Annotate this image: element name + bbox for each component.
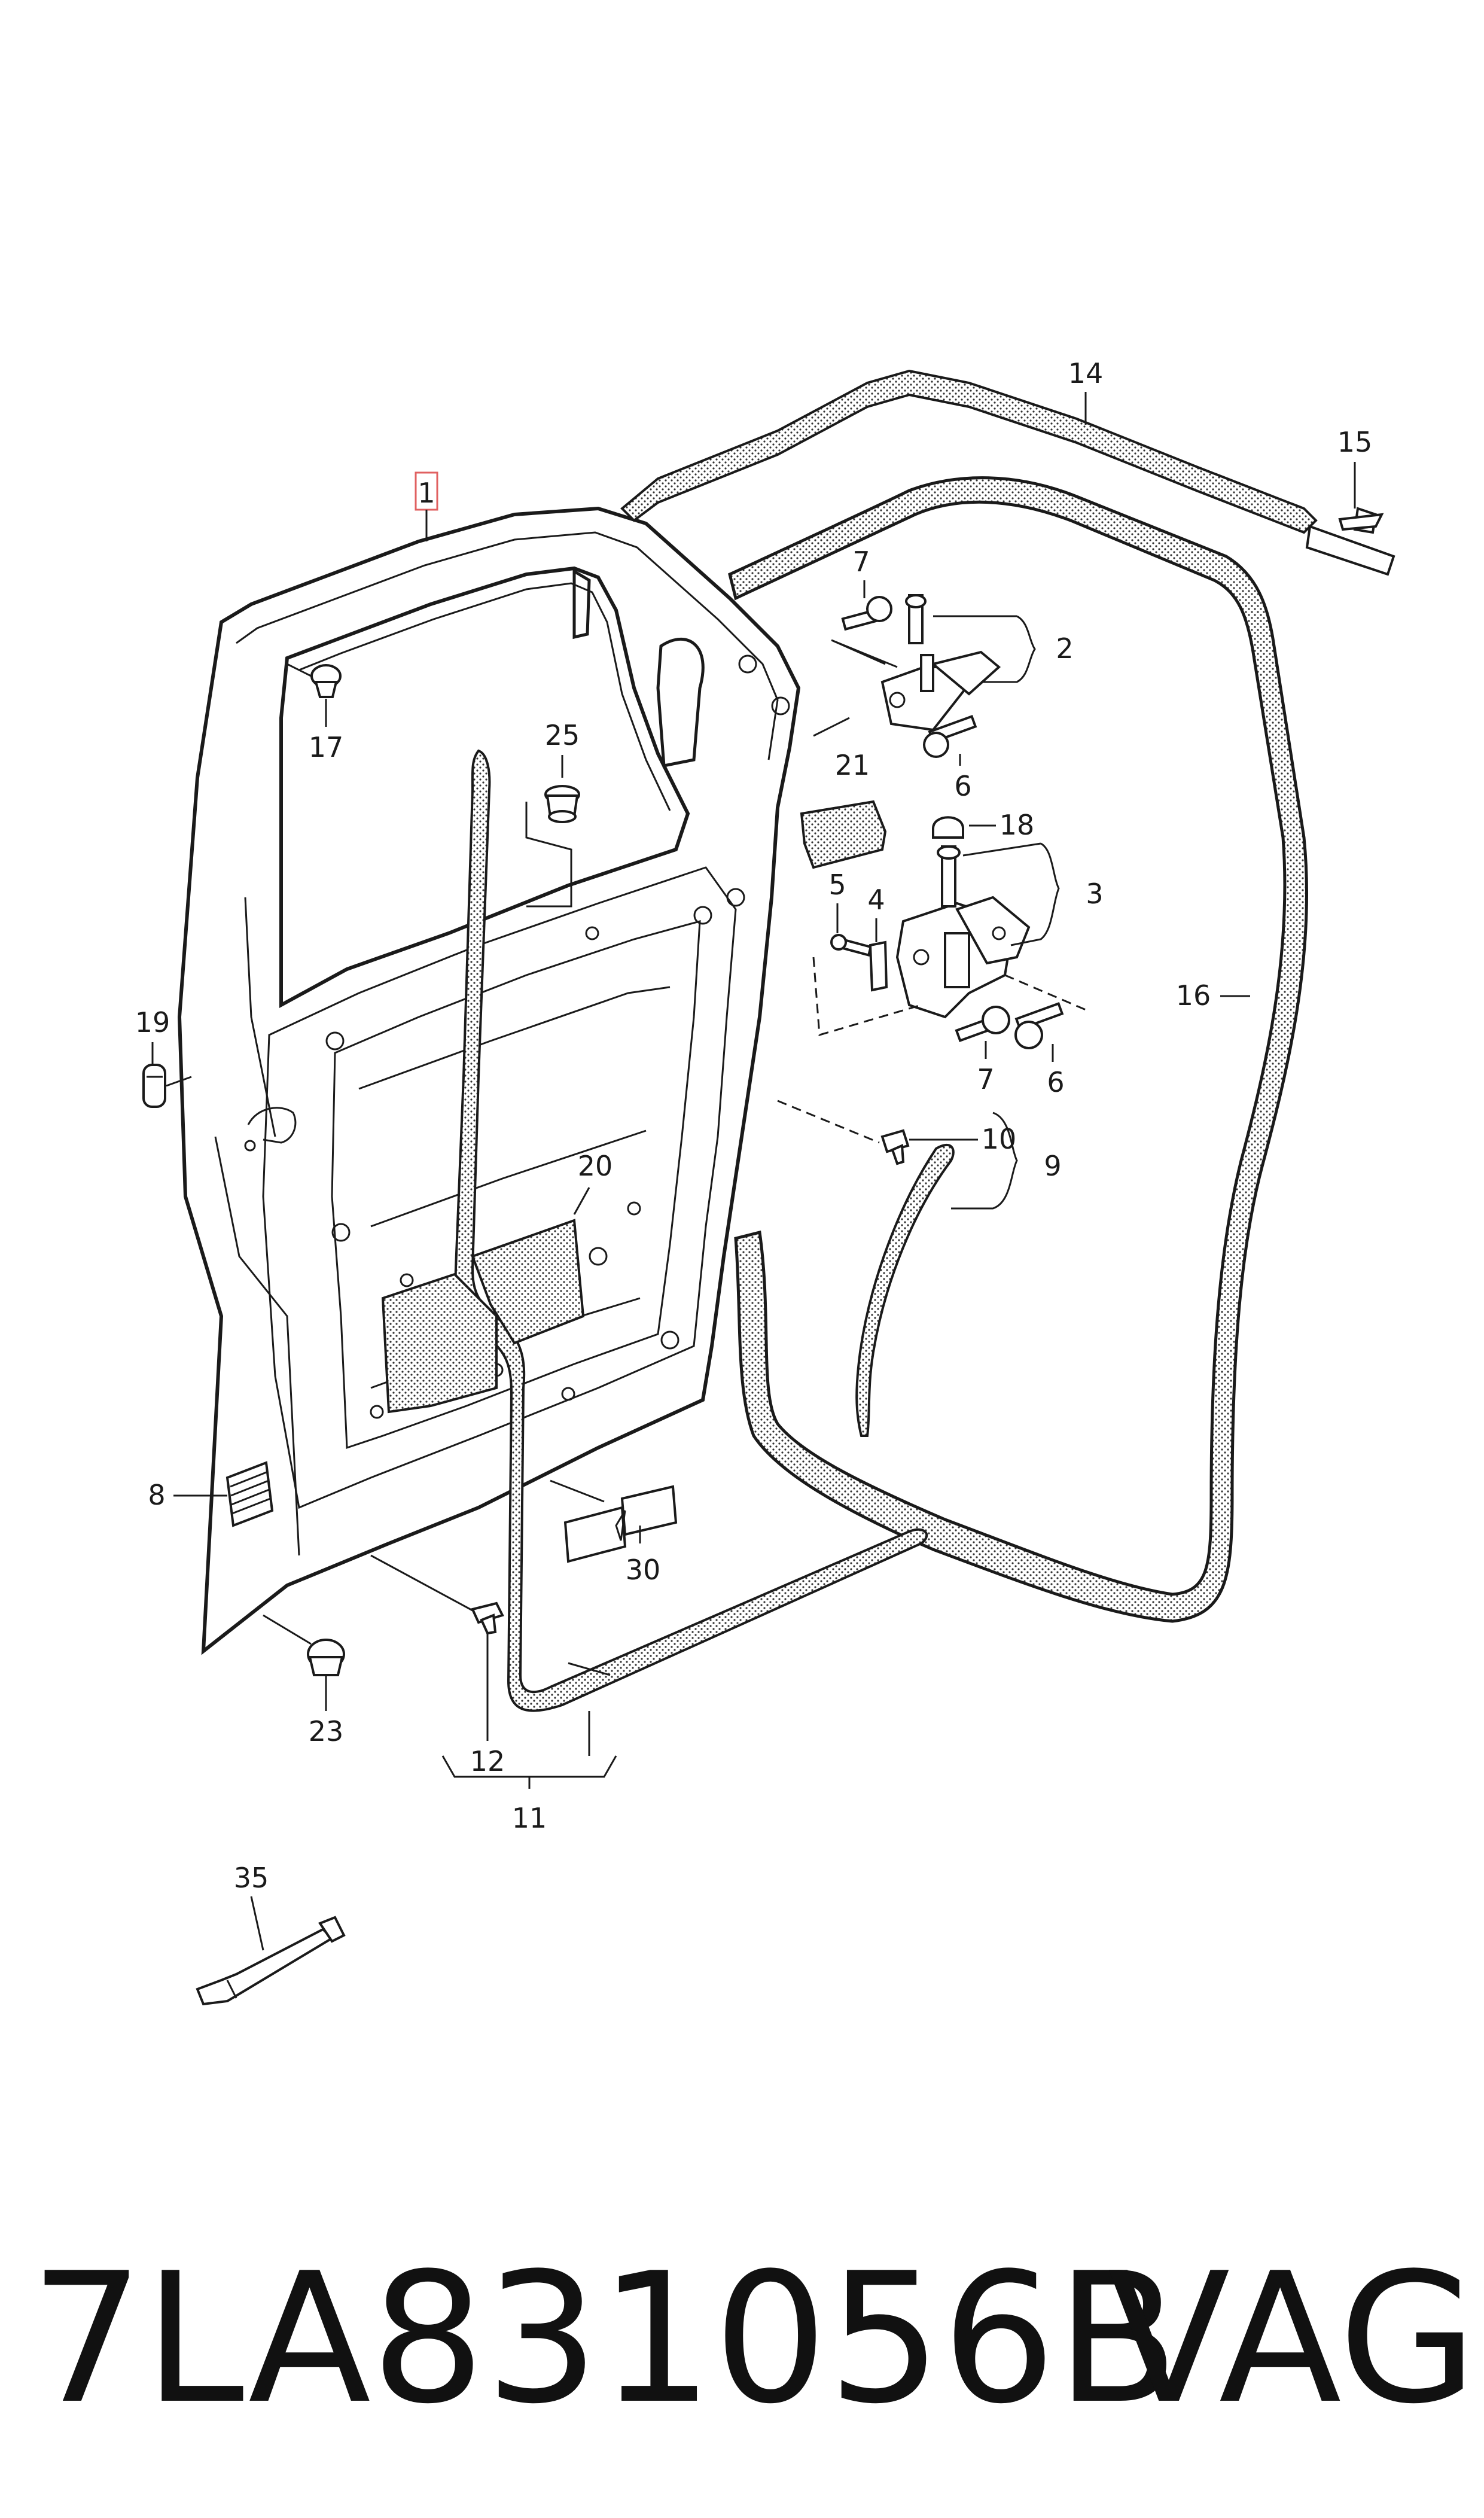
label-4: 4 xyxy=(867,884,885,916)
label-5: 5 xyxy=(828,869,846,901)
roof-seal-strip xyxy=(620,369,1395,576)
door-shell xyxy=(177,506,801,1655)
hinge-pin-upper xyxy=(905,594,927,644)
label-35: 35 xyxy=(234,1862,269,1894)
label-14: 14 xyxy=(1068,357,1104,389)
label-16: 16 xyxy=(1176,979,1211,1012)
door-inner-seal xyxy=(454,749,928,1712)
clip-10 xyxy=(880,1129,910,1165)
vent-grille-8 xyxy=(226,1461,274,1527)
upper-hinge-2 xyxy=(880,650,1001,732)
label-2: 2 xyxy=(1056,632,1073,665)
grommet-19 xyxy=(142,1064,166,1108)
label-18: 18 xyxy=(1000,809,1035,841)
plug-17 xyxy=(310,664,342,698)
label-3: 3 xyxy=(1086,878,1103,910)
bolt-7-upper xyxy=(841,596,892,631)
label-9: 9 xyxy=(1044,1150,1061,1182)
label-20: 20 xyxy=(578,1150,613,1182)
bolt-6-upper xyxy=(923,714,977,758)
label-15: 15 xyxy=(1337,426,1373,458)
sealant-tube-35 xyxy=(196,1916,346,2006)
window-channel-seal xyxy=(572,568,591,640)
label-6-upper: 6 xyxy=(954,770,971,802)
door-aperture-seal xyxy=(728,476,1309,1623)
window-channel-seal-rear xyxy=(656,638,705,768)
label-12: 12 xyxy=(470,1745,505,1777)
label-19: 19 xyxy=(135,1006,170,1039)
rivet-nut-25 xyxy=(544,785,580,823)
label-8: 8 xyxy=(148,1479,165,1511)
label-7-upper: 7 xyxy=(852,546,870,578)
clip-12 xyxy=(471,1601,504,1635)
label-23: 23 xyxy=(309,1715,344,1747)
label-1: 1 xyxy=(418,477,435,509)
label-6-lower: 6 xyxy=(1047,1066,1064,1098)
label-25: 25 xyxy=(545,719,580,751)
label-21: 21 xyxy=(835,749,870,781)
end-clip xyxy=(1338,507,1384,534)
bolt-5 xyxy=(830,934,873,957)
sound-pad-20 xyxy=(381,1219,585,1414)
label-7-lower: 7 xyxy=(977,1063,994,1095)
callout-1: 1 xyxy=(415,471,438,541)
brand-label: VAG xyxy=(1107,2234,1477,2443)
footer: 7LA831056B VAG xyxy=(30,2231,1477,2447)
bump-stop-21 xyxy=(800,800,887,869)
plate-4 xyxy=(869,940,888,992)
plug-23 xyxy=(307,1639,345,1676)
label-11: 11 xyxy=(512,1802,547,1834)
hinge-pin-lower xyxy=(937,845,961,908)
cap-18 xyxy=(932,816,964,839)
lower-hinge-3 xyxy=(895,896,1031,1019)
label-17: 17 xyxy=(309,731,344,763)
label-30: 30 xyxy=(626,1554,661,1586)
adhesive-pad-30 xyxy=(563,1485,678,1563)
bolt-6-lower xyxy=(1014,1001,1064,1049)
bolt-7-lower xyxy=(955,1006,1010,1042)
upper-seal-9 xyxy=(855,1144,955,1437)
part-number: 7LA831056B xyxy=(30,2234,1180,2443)
